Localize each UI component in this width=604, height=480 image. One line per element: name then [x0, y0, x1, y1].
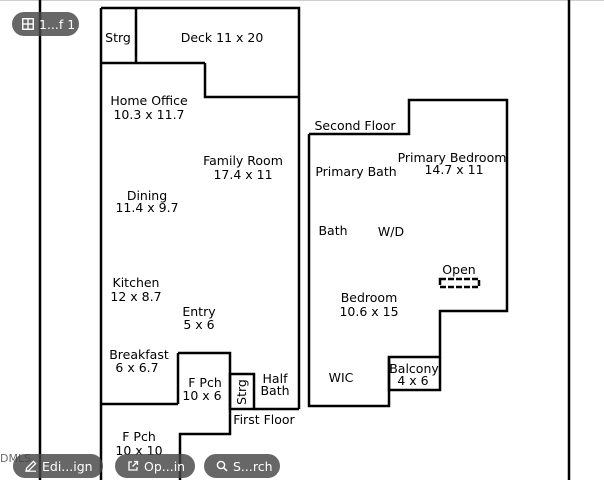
first-floor-walls [99, 6, 301, 480]
label-primary-bedroom: Primary Bedroom [398, 150, 507, 165]
label-wic: WIC [329, 370, 354, 385]
label-half-bath-1: Half [263, 371, 289, 386]
label-first-floor: First Floor [233, 412, 295, 427]
label-f-pch-2: F Pch [122, 429, 156, 444]
label-home-office: Home Office [110, 93, 188, 108]
label-open: Open [442, 262, 475, 277]
label-strg-small: Strg [234, 379, 249, 405]
open-label: Op...in [144, 458, 186, 474]
label-balcony: Balcony [389, 361, 439, 376]
label-entry: Entry [182, 304, 216, 319]
label-deck: Deck 11 x 20 [181, 30, 264, 45]
open-button[interactable]: Op...in [115, 454, 195, 478]
label-primary-bedroom-dim: 14.7 x 11 [424, 162, 483, 177]
search-icon [216, 460, 228, 472]
label-half-bath-2: Bath [260, 383, 289, 398]
page-indicator-label: 1...f 1 [39, 16, 76, 32]
label-f-pch-1-dim: 10 x 6 [182, 388, 221, 403]
label-dining: Dining [127, 188, 167, 203]
label-breakfast: Breakfast [109, 347, 169, 362]
label-primary-bath: Primary Bath [315, 164, 396, 179]
label-bedroom: Bedroom [341, 290, 398, 305]
search-label: S...rch [233, 458, 273, 474]
label-bedroom-dim: 10.6 x 15 [339, 304, 398, 319]
label-balcony-dim: 4 x 6 [397, 373, 428, 388]
external-link-icon [127, 460, 139, 472]
label-kitchen: Kitchen [113, 275, 160, 290]
edit-design-label: Edi...ign [42, 458, 93, 474]
grid-icon [22, 18, 34, 30]
label-dining-dim: 11.4 x 9.7 [115, 200, 178, 215]
open-stairs-icon [438, 277, 481, 289]
page-indicator-button[interactable]: 1...f 1 [12, 12, 79, 36]
edit-design-button[interactable]: Edi...ign [13, 454, 103, 478]
pencil-icon [25, 460, 37, 472]
second-floor-walls [307, 98, 509, 408]
label-breakfast-dim: 6 x 6.7 [115, 360, 158, 375]
label-family-room-dim: 17.4 x 11 [213, 167, 272, 182]
label-second-floor: Second Floor [314, 118, 396, 133]
label-bath: Bath [318, 223, 347, 238]
label-kitchen-dim: 12 x 8.7 [110, 289, 161, 304]
label-strg-top: Strg [105, 30, 131, 45]
label-family-room: Family Room [203, 153, 283, 168]
room-labels: Strg Deck 11 x 20 Home Office 10.3 x 11.… [105, 30, 506, 458]
search-button[interactable]: S...rch [204, 454, 280, 478]
label-entry-dim: 5 x 6 [183, 317, 214, 332]
label-home-office-dim: 10.3 x 11.7 [113, 107, 184, 122]
label-wd: W/D [378, 224, 404, 239]
label-f-pch-1: F Pch [188, 375, 222, 390]
